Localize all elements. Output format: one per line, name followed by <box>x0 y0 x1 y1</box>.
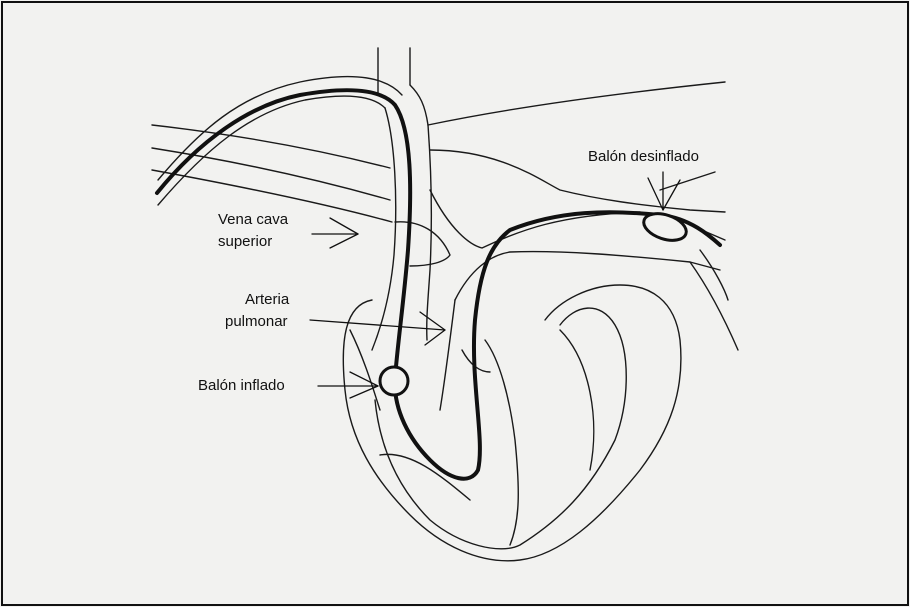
vena-cava-left <box>372 108 396 350</box>
vena-cava-right <box>427 125 432 340</box>
right-branch-2 <box>660 172 715 190</box>
label-balon-desinflado: Balón desinflado <box>588 148 699 165</box>
ventricle-line-1 <box>485 340 518 545</box>
top-horizontal <box>410 85 428 125</box>
ventricle-line-2 <box>440 300 455 410</box>
arteria-arrow <box>310 312 445 345</box>
left-diagonal-2 <box>152 148 390 200</box>
pulm-branch-down-2 <box>700 250 728 300</box>
label-arteria-line1: Arteria <box>245 291 290 308</box>
balon-desinflado-arrow <box>648 172 680 210</box>
heart-inner <box>375 308 626 549</box>
aorta-top <box>428 82 725 125</box>
ventricle-line-3 <box>560 330 594 470</box>
label-arteria-line2: pulmonar <box>225 313 288 330</box>
pulm-upper <box>430 190 640 248</box>
balloon-deflated <box>640 209 689 245</box>
anatomy-outlines <box>152 48 738 561</box>
pulm-branch-down <box>690 262 738 350</box>
vena-cava-arrow <box>312 218 358 248</box>
label-vena-cava-line1: Vena cava <box>218 211 289 228</box>
atrium-bulge <box>395 222 450 266</box>
pulm-lower <box>455 252 720 300</box>
balloon-inflated <box>380 367 408 395</box>
label-vena-cava-line2: superior <box>218 233 272 250</box>
label-balon-inflado: Balón inflado <box>198 377 285 394</box>
